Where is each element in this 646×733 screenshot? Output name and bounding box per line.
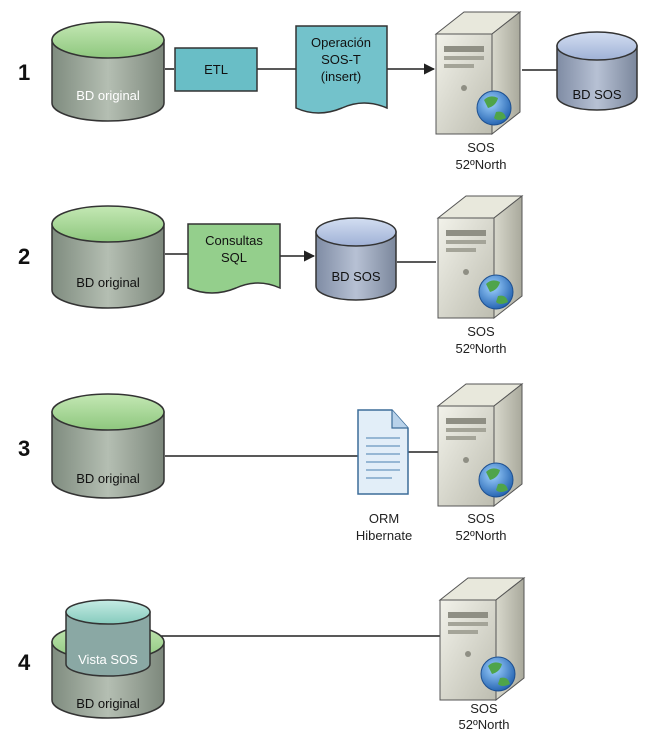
file-caption-line-2: Hibernate xyxy=(356,528,412,543)
server-caption-line-1: SOS xyxy=(470,701,498,716)
database-cylinder: BD original xyxy=(51,205,165,309)
server-icon xyxy=(434,10,522,136)
db-label: BD original xyxy=(76,88,140,103)
view-label: Vista SOS xyxy=(78,652,138,667)
sos-database-cylinder: BD SOS xyxy=(556,31,638,111)
server-caption-line-1: SOS xyxy=(467,511,495,526)
server-caption-line-2: 52ºNorth xyxy=(456,341,507,356)
etl-label: ETL xyxy=(204,62,228,77)
server-icon xyxy=(436,382,524,508)
row-number-3: 3 xyxy=(18,436,30,461)
document-shape: Operación SOS-T (insert) xyxy=(295,25,388,114)
sos-db-label: BD SOS xyxy=(331,269,380,284)
db-label: BD original xyxy=(76,275,140,290)
file-icon xyxy=(357,409,409,495)
query-document-shape: Consultas SQL xyxy=(187,223,281,294)
globe-icon xyxy=(480,656,516,692)
server-caption-line-1: SOS xyxy=(467,140,495,155)
row-number-1: 1 xyxy=(18,60,30,85)
globe-icon xyxy=(478,462,514,498)
sos-database-cylinder: BD SOS xyxy=(315,217,397,301)
doc-line-1: Consultas xyxy=(205,233,263,248)
sos-db-label: BD SOS xyxy=(572,87,621,102)
database-cylinder: BD original xyxy=(51,21,165,122)
row-number-2: 2 xyxy=(18,244,30,269)
server-caption-line-2: 52ºNorth xyxy=(456,157,507,172)
db-label: BD original xyxy=(76,696,140,711)
etl-process-box: ETL xyxy=(174,47,258,92)
doc-line-2: SQL xyxy=(221,250,247,265)
server-caption-line-2: 52ºNorth xyxy=(456,528,507,543)
row-number-4: 4 xyxy=(18,650,31,675)
doc-line-3: (insert) xyxy=(321,69,361,84)
doc-line-1: Operación xyxy=(311,35,371,50)
server-caption-line-2: 52ºNorth xyxy=(459,717,510,732)
view-cylinder: Vista SOS xyxy=(65,599,151,677)
db-label: BD original xyxy=(76,471,140,486)
file-caption-line-1: ORM xyxy=(369,511,399,526)
server-icon xyxy=(436,194,524,320)
globe-icon xyxy=(478,274,514,310)
server-caption-line-1: SOS xyxy=(467,324,495,339)
server-icon xyxy=(438,576,526,702)
doc-line-2: SOS-T xyxy=(321,52,361,67)
database-cylinder: BD original xyxy=(51,393,165,499)
globe-icon xyxy=(476,90,512,126)
